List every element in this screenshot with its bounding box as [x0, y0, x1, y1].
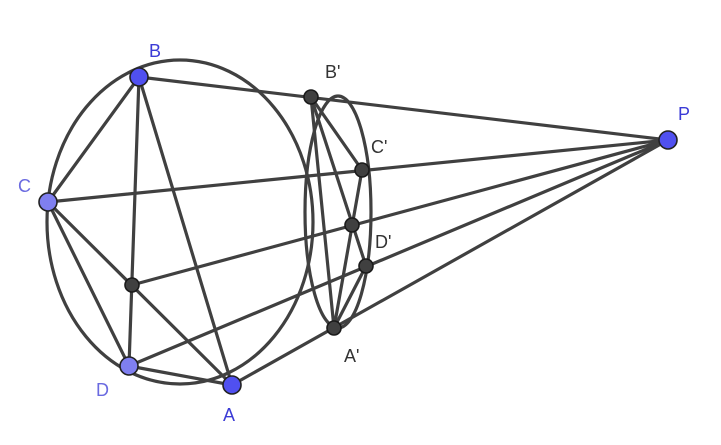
segment-bp-dp: [309, 95, 368, 268]
segment-cd: [46, 200, 131, 368]
point-p[interactable]: [658, 130, 678, 150]
point-f[interactable]: [344, 217, 360, 233]
circle-abcd: [45, 58, 315, 386]
label-d-prime: D': [375, 232, 391, 252]
segment-bd: [127, 75, 141, 368]
label-c-prime: C': [371, 137, 387, 157]
segment-bp-ap: [309, 95, 336, 330]
label-a: A: [223, 405, 235, 425]
point-b[interactable]: [129, 67, 149, 87]
label-b: B: [149, 41, 161, 61]
point-a-prime[interactable]: [326, 320, 342, 336]
segment-b-p: [137, 75, 670, 142]
segment-dp-ap: [332, 264, 368, 330]
point-d-prime[interactable]: [358, 258, 374, 274]
segment-bc: [46, 75, 141, 204]
segment-bp-cp: [309, 95, 364, 172]
point-b-prime[interactable]: [303, 89, 319, 105]
point-d[interactable]: [119, 356, 139, 376]
label-d: D: [96, 380, 109, 400]
point-e[interactable]: [124, 277, 140, 293]
segment-e-p: [130, 138, 670, 287]
point-c-prime[interactable]: [354, 162, 370, 178]
label-c: C: [18, 176, 31, 196]
label-b-prime: B': [325, 62, 340, 82]
segment-cp-ap: [332, 168, 364, 330]
label-p: P: [678, 104, 690, 124]
segment-d-p: [127, 138, 670, 368]
label-a-prime: A': [344, 346, 359, 366]
point-a[interactable]: [222, 375, 242, 395]
segment-ca: [46, 200, 234, 387]
segment-ba: [137, 75, 234, 387]
segment-a-p: [230, 138, 670, 387]
segment-da: [127, 364, 234, 387]
point-c[interactable]: [38, 192, 58, 212]
